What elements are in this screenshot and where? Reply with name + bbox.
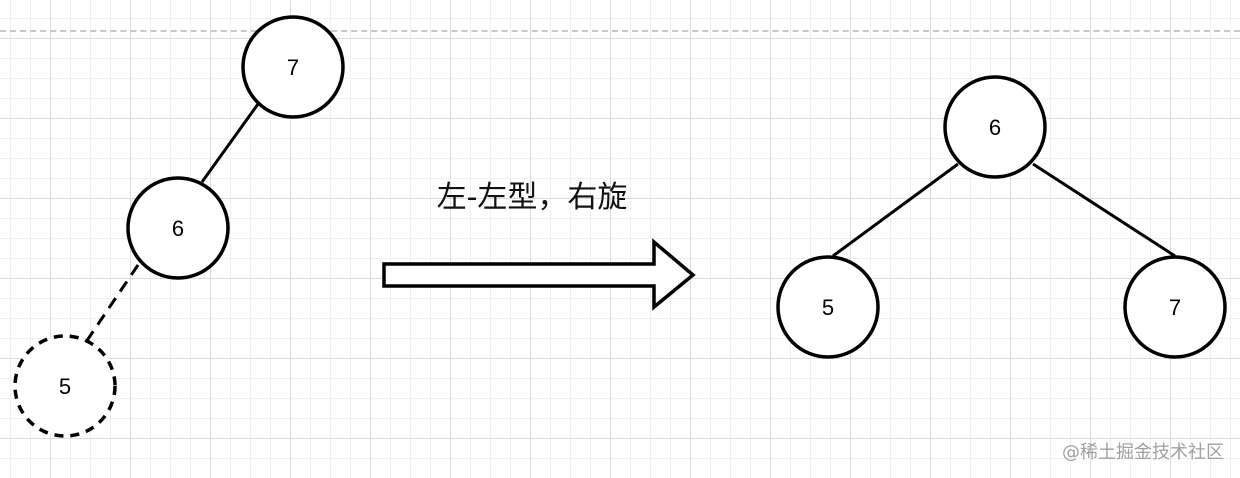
node-after-5: 5	[776, 255, 880, 359]
node-label: 5	[59, 374, 71, 399]
node-label: 7	[287, 55, 299, 80]
watermark: @稀土掘金技术社区	[1062, 442, 1224, 463]
node-label: 6	[172, 216, 184, 241]
node-before-7: 7	[241, 15, 345, 119]
edge-6-5-after	[832, 162, 959, 258]
node-after-6: 6	[943, 75, 1047, 179]
right-arrow-icon	[382, 238, 696, 311]
node-after-7: 7	[1123, 255, 1227, 359]
edge-7-6-before	[200, 103, 260, 183]
edge-6-7-after	[1032, 162, 1176, 258]
node-before-6: 6	[126, 176, 230, 280]
edge-6-5-before-dashed	[84, 264, 140, 343]
rotation-caption: 左-左型，右旋	[437, 180, 628, 215]
top-dashed-guide	[0, 30, 1240, 32]
node-label: 6	[989, 115, 1001, 140]
node-label: 5	[822, 295, 834, 320]
node-label: 7	[1169, 295, 1181, 320]
node-before-5-dashed: 5	[13, 334, 117, 438]
